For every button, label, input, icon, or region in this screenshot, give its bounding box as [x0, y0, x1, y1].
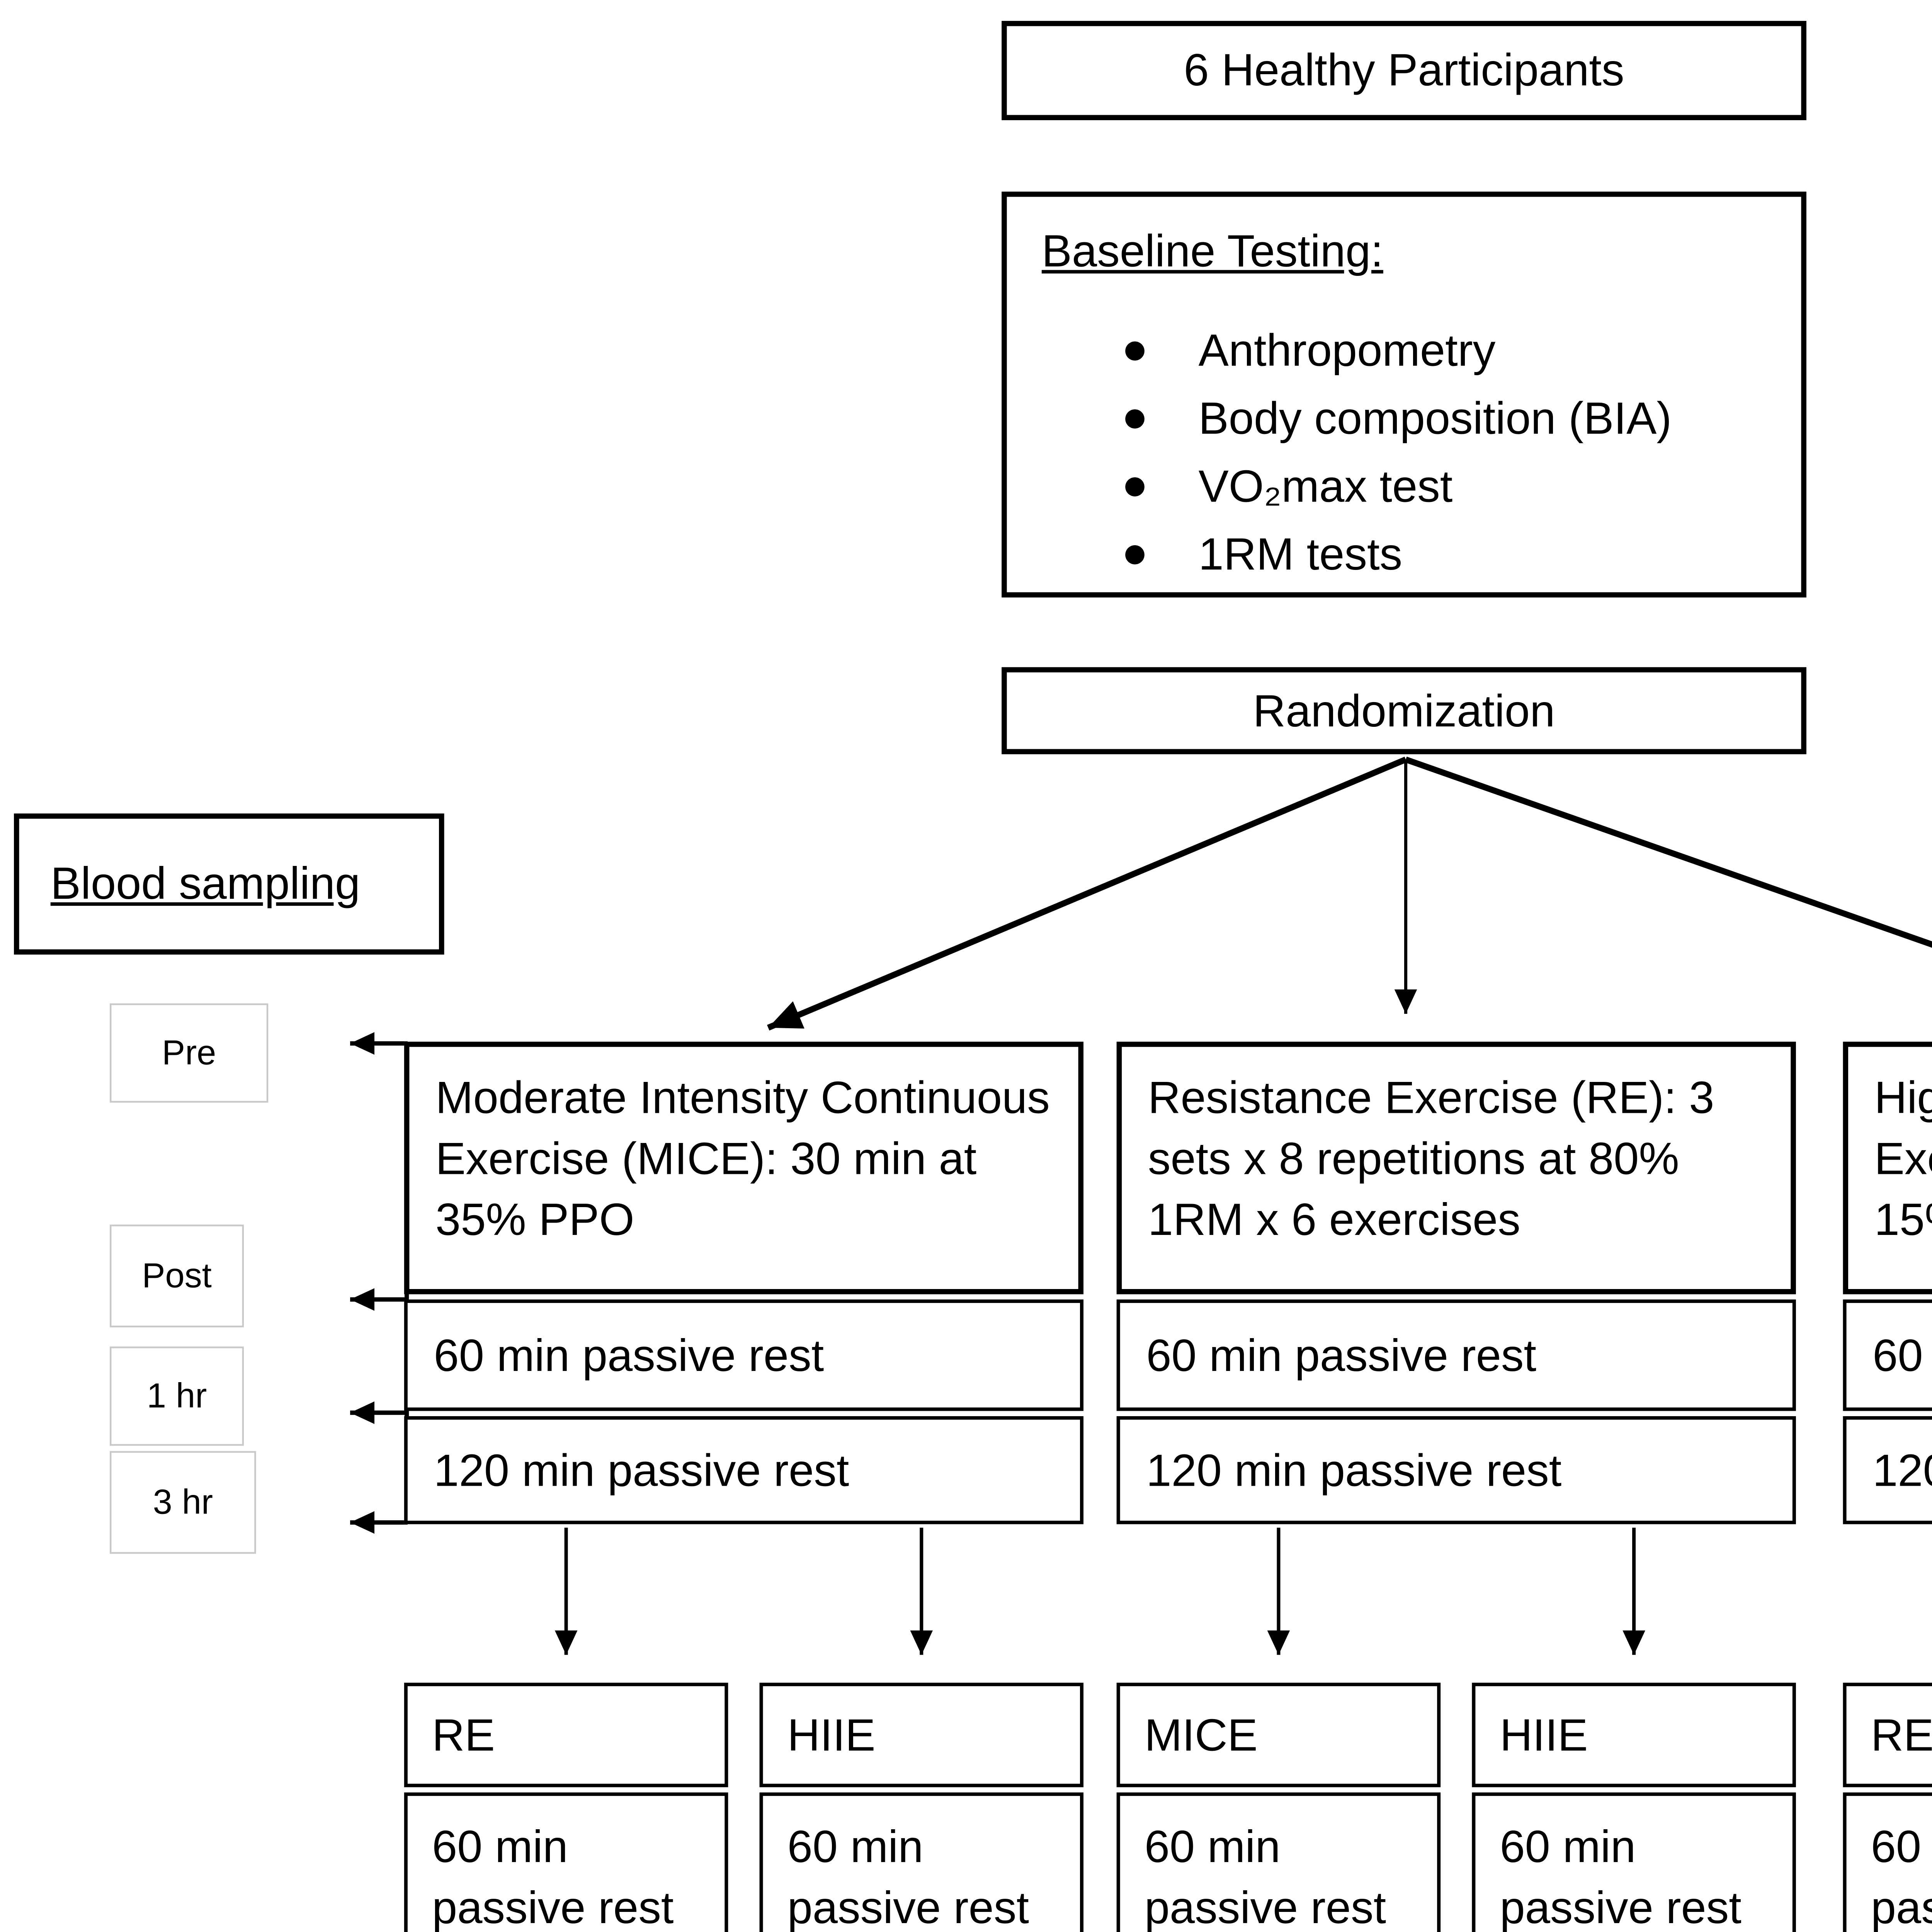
session2-box4-label: HIIE [1500, 1708, 1588, 1760]
randomization-box: Randomization [1002, 667, 1806, 755]
hiie-rest120-label: 120 min passive rest [1872, 1443, 1932, 1496]
re-rest60-label: 60 min passive rest [1146, 1328, 1537, 1381]
baseline-item-1rm: 1RM tests [1122, 526, 1784, 583]
arrow-randomization-to-hiie [1405, 757, 1932, 948]
timepoint-1hr: 1 hr [110, 1346, 244, 1446]
session2-box2-rest60-label: 60 min passive rest [787, 1819, 1029, 1932]
timepoint-post: Post [110, 1225, 244, 1328]
mice-rest60-box: 60 min passive rest [404, 1299, 1084, 1411]
mice-rest60-label: 60 min passive rest [434, 1328, 824, 1381]
participants-box: 6 Healthy Participants [1002, 21, 1806, 121]
baseline-item-vo2max: VO₂max test [1122, 458, 1784, 516]
hiie-rest120-box: 120 min passive rest [1843, 1416, 1932, 1524]
participants-label: 6 Healthy Participants [1184, 43, 1624, 96]
timepoint-1hr-label: 1 hr [146, 1377, 207, 1415]
session2-box5-title: RE [1843, 1682, 1932, 1787]
session2-box1-rest60: 60 min passive rest [404, 1792, 728, 1932]
session2-box5-label: RE [1871, 1708, 1932, 1760]
mice-rest120-box: 120 min passive rest [404, 1416, 1084, 1524]
session2-box3-rest60-label: 60 min passive rest [1144, 1819, 1386, 1932]
condition-hiie-box: High Intensity Interval Exercise (HIIE):… [1843, 1041, 1932, 1294]
session2-box1-title: RE [404, 1682, 728, 1787]
session2-box2-title: HIIE [759, 1682, 1084, 1787]
session2-box2-label: HIIE [787, 1708, 876, 1760]
timepoint-pre: Pre [110, 1003, 269, 1103]
timepoint-pre-label: Pre [162, 1034, 216, 1072]
session2-box3-rest60: 60 min passive rest [1116, 1792, 1441, 1932]
session2-box5-rest60: 60 min passive rest [1843, 1792, 1932, 1932]
session2-box3-title: MICE [1116, 1682, 1441, 1787]
timepoint-post-label: Post [142, 1257, 212, 1295]
baseline-list: Anthropometry Body composition (BIA) VO₂… [1122, 322, 1784, 594]
condition-re-box: Resistance Exercise (RE): 3 sets x 8 rep… [1116, 1041, 1796, 1294]
randomization-label: Randomization [1253, 684, 1555, 736]
re-rest60-box: 60 min passive rest [1116, 1299, 1796, 1411]
condition-re-title: Resistance Exercise (RE): 3 sets x 8 rep… [1148, 1071, 1714, 1246]
session2-box4-rest60: 60 min passive rest [1472, 1792, 1796, 1932]
session2-box5-rest60-label: 60 min passive rest [1871, 1819, 1932, 1932]
re-rest120-label: 120 min passive rest [1146, 1443, 1562, 1496]
session2-box3-label: MICE [1144, 1708, 1258, 1760]
baseline-testing-box: Baseline Testing: Anthropometry Body com… [1002, 191, 1806, 598]
blood-sampling-title: Blood sampling [50, 857, 361, 910]
session2-box4-rest60-label: 60 min passive rest [1500, 1819, 1742, 1932]
blood-sampling-box: Blood sampling [14, 813, 444, 955]
hiie-rest60-label: 60 min passive rest [1872, 1328, 1932, 1381]
arrow-randomization-to-mice [767, 757, 1407, 1031]
session2-box4-title: HIIE [1472, 1682, 1796, 1787]
timepoint-3hr: 3 hr [110, 1451, 256, 1554]
condition-hiie-title: High Intensity Interval Exercise (HIIE):… [1874, 1071, 1932, 1246]
mice-rest120-label: 120 min passive rest [434, 1443, 849, 1496]
baseline-item-body-composition: Body composition (BIA) [1122, 390, 1784, 448]
session2-box1-rest60-label: 60 min passive rest [432, 1819, 674, 1932]
session2-box1-label: RE [432, 1708, 495, 1760]
condition-mice-box: Moderate Intensity Continuous Exercise (… [404, 1041, 1084, 1294]
hiie-rest60-box: 60 min passive rest [1843, 1299, 1932, 1411]
baseline-item-anthropometry: Anthropometry [1122, 322, 1784, 380]
re-rest120-box: 120 min passive rest [1116, 1416, 1796, 1524]
session2-box2-rest60: 60 min passive rest [759, 1792, 1084, 1932]
timepoint-3hr-label: 3 hr [153, 1483, 213, 1522]
baseline-title: Baseline Testing: [1041, 224, 1383, 277]
condition-mice-title: Moderate Intensity Continuous Exercise (… [435, 1071, 1050, 1246]
